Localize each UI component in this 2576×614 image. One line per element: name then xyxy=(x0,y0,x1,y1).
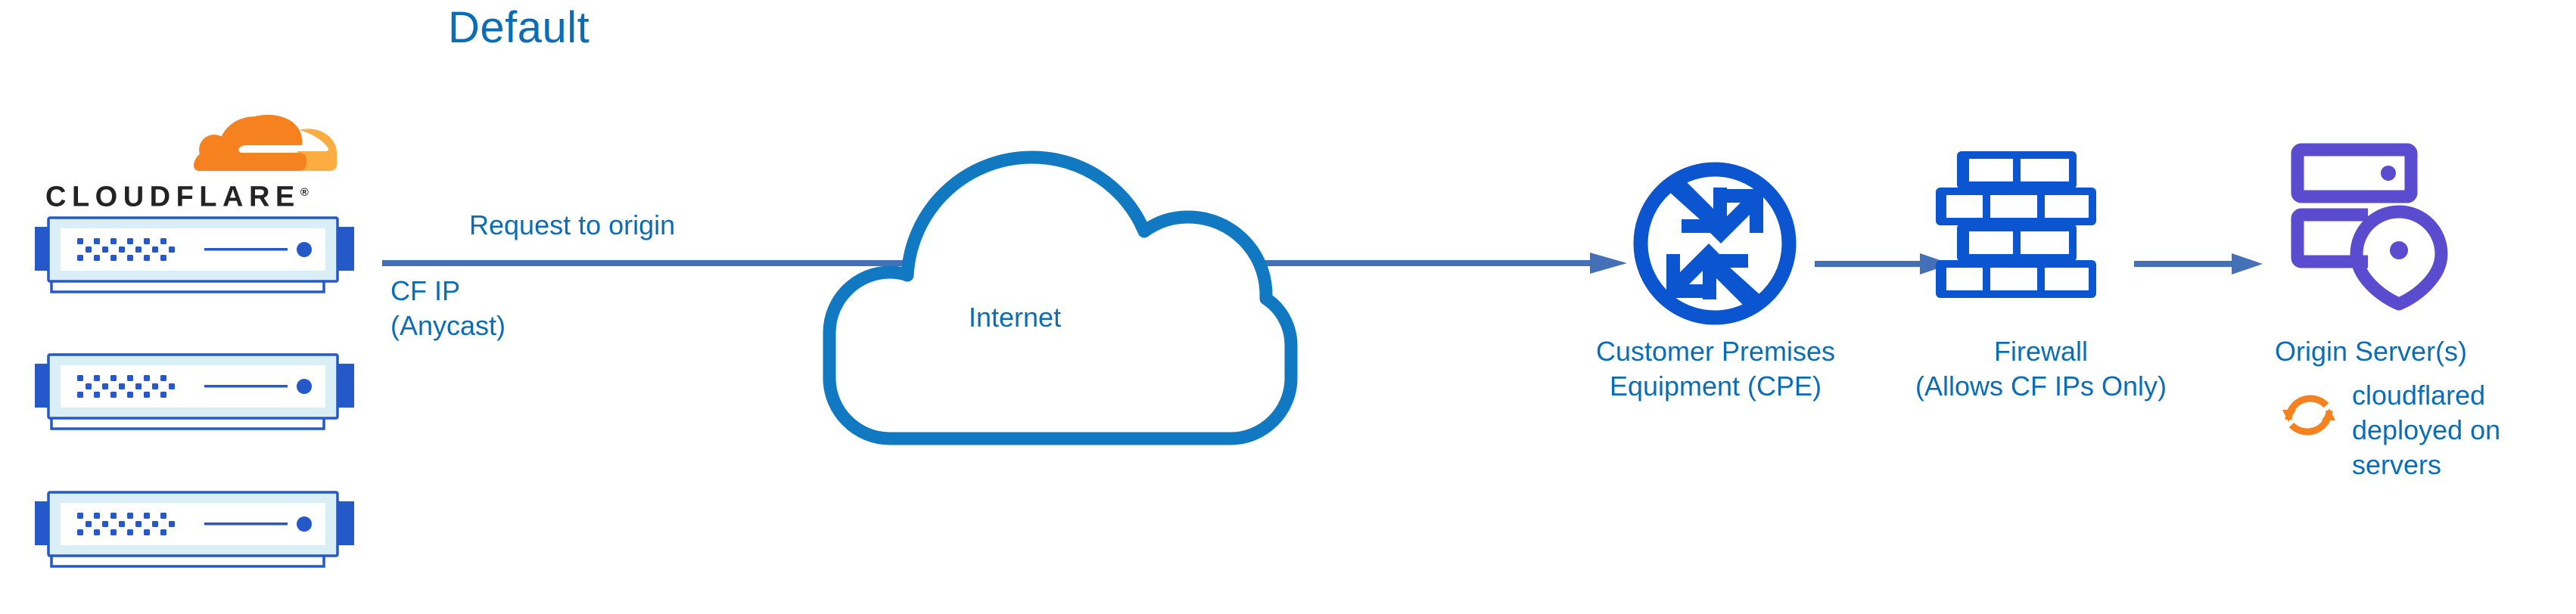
cloudflared-note: cloudflared deployed on servers xyxy=(2352,378,2571,482)
cloudflared-note-line-2: deployed on xyxy=(2352,414,2501,445)
network-switch-icon xyxy=(32,350,357,432)
cpe-label-line-1: Customer Premises xyxy=(1595,336,1836,367)
cloudflare-cloud-logo-icon xyxy=(185,104,348,172)
arrow-cpe-to-firewall xyxy=(1815,251,1951,277)
cpe-label: Customer Premises Equipment (CPE) xyxy=(1553,334,1878,404)
cf-ip-anycast-label: CF IP (Anycast) xyxy=(390,274,506,343)
network-switch-icon xyxy=(32,213,357,295)
registered-trademark-mark: ® xyxy=(300,186,309,199)
network-switch-icon xyxy=(32,488,357,569)
cf-ip-line-2: (Anycast) xyxy=(390,310,506,341)
request-to-origin-label: Request to origin xyxy=(469,209,676,240)
firewall-label-line-2: (Allows CF IPs Only) xyxy=(1915,371,2167,402)
origin-server-label: Origin Server(s) xyxy=(2275,336,2468,367)
cloudflare-logo: CLOUDFLARE® xyxy=(30,104,363,213)
cpe-label-line-2: Equipment (CPE) xyxy=(1609,371,1822,402)
cloudflare-wordmark: CLOUDFLARE® xyxy=(45,176,309,214)
cloudflared-note-line-1: cloudflared xyxy=(2352,380,2486,411)
page-title: Default xyxy=(448,3,590,52)
cloud-outline-icon xyxy=(817,106,1302,446)
server-location-pin-icon xyxy=(2290,142,2450,312)
firewall-label-line-1: Firewall xyxy=(1993,336,2088,367)
internet-label: Internet xyxy=(969,302,1062,333)
wordmark-text: CLOUDFLARE xyxy=(45,181,300,213)
cloudflared-note-line-3: servers xyxy=(2352,449,2442,480)
arrow-firewall-to-origin xyxy=(2134,251,2263,277)
firewall-label: Firewall (Allows CF IPs Only) xyxy=(1878,334,2204,404)
cf-ip-line-1: CF IP xyxy=(390,275,461,306)
sync-arrows-icon xyxy=(2278,384,2340,446)
brick-wall-icon xyxy=(1936,151,2120,301)
router-icon xyxy=(1629,157,1801,330)
